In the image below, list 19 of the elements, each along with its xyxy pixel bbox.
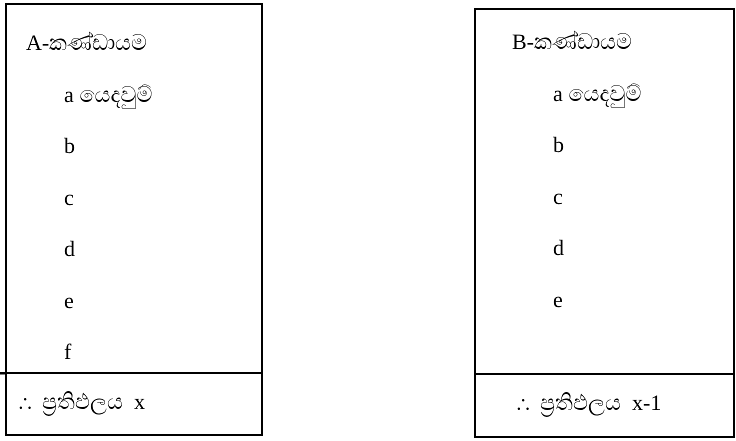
list-box xyxy=(5,3,263,375)
list-item: d xyxy=(64,235,75,263)
list-item: c xyxy=(553,182,563,210)
list-item: f xyxy=(64,338,72,366)
result-text: ∴ ප්‍රතිඵලය x xyxy=(19,388,145,416)
result-text: ∴ ප්‍රතිඵලය x-1 xyxy=(517,389,662,417)
result-box xyxy=(474,373,735,438)
group-heading: B-කණ්ඩායම xyxy=(512,28,632,56)
list-item: b xyxy=(64,132,75,160)
list-item: b xyxy=(553,131,564,159)
list-item: d xyxy=(553,234,564,262)
list-item: e xyxy=(64,286,74,314)
group-heading: A-කණ්ඩායම xyxy=(26,29,148,57)
list-item: c xyxy=(64,184,74,212)
list-item: a යෙදවුම් xyxy=(553,80,642,108)
list-item: a යෙදවුම් xyxy=(64,80,152,108)
list-box xyxy=(474,8,735,376)
result-box xyxy=(5,372,263,436)
list-item: e xyxy=(553,286,563,314)
